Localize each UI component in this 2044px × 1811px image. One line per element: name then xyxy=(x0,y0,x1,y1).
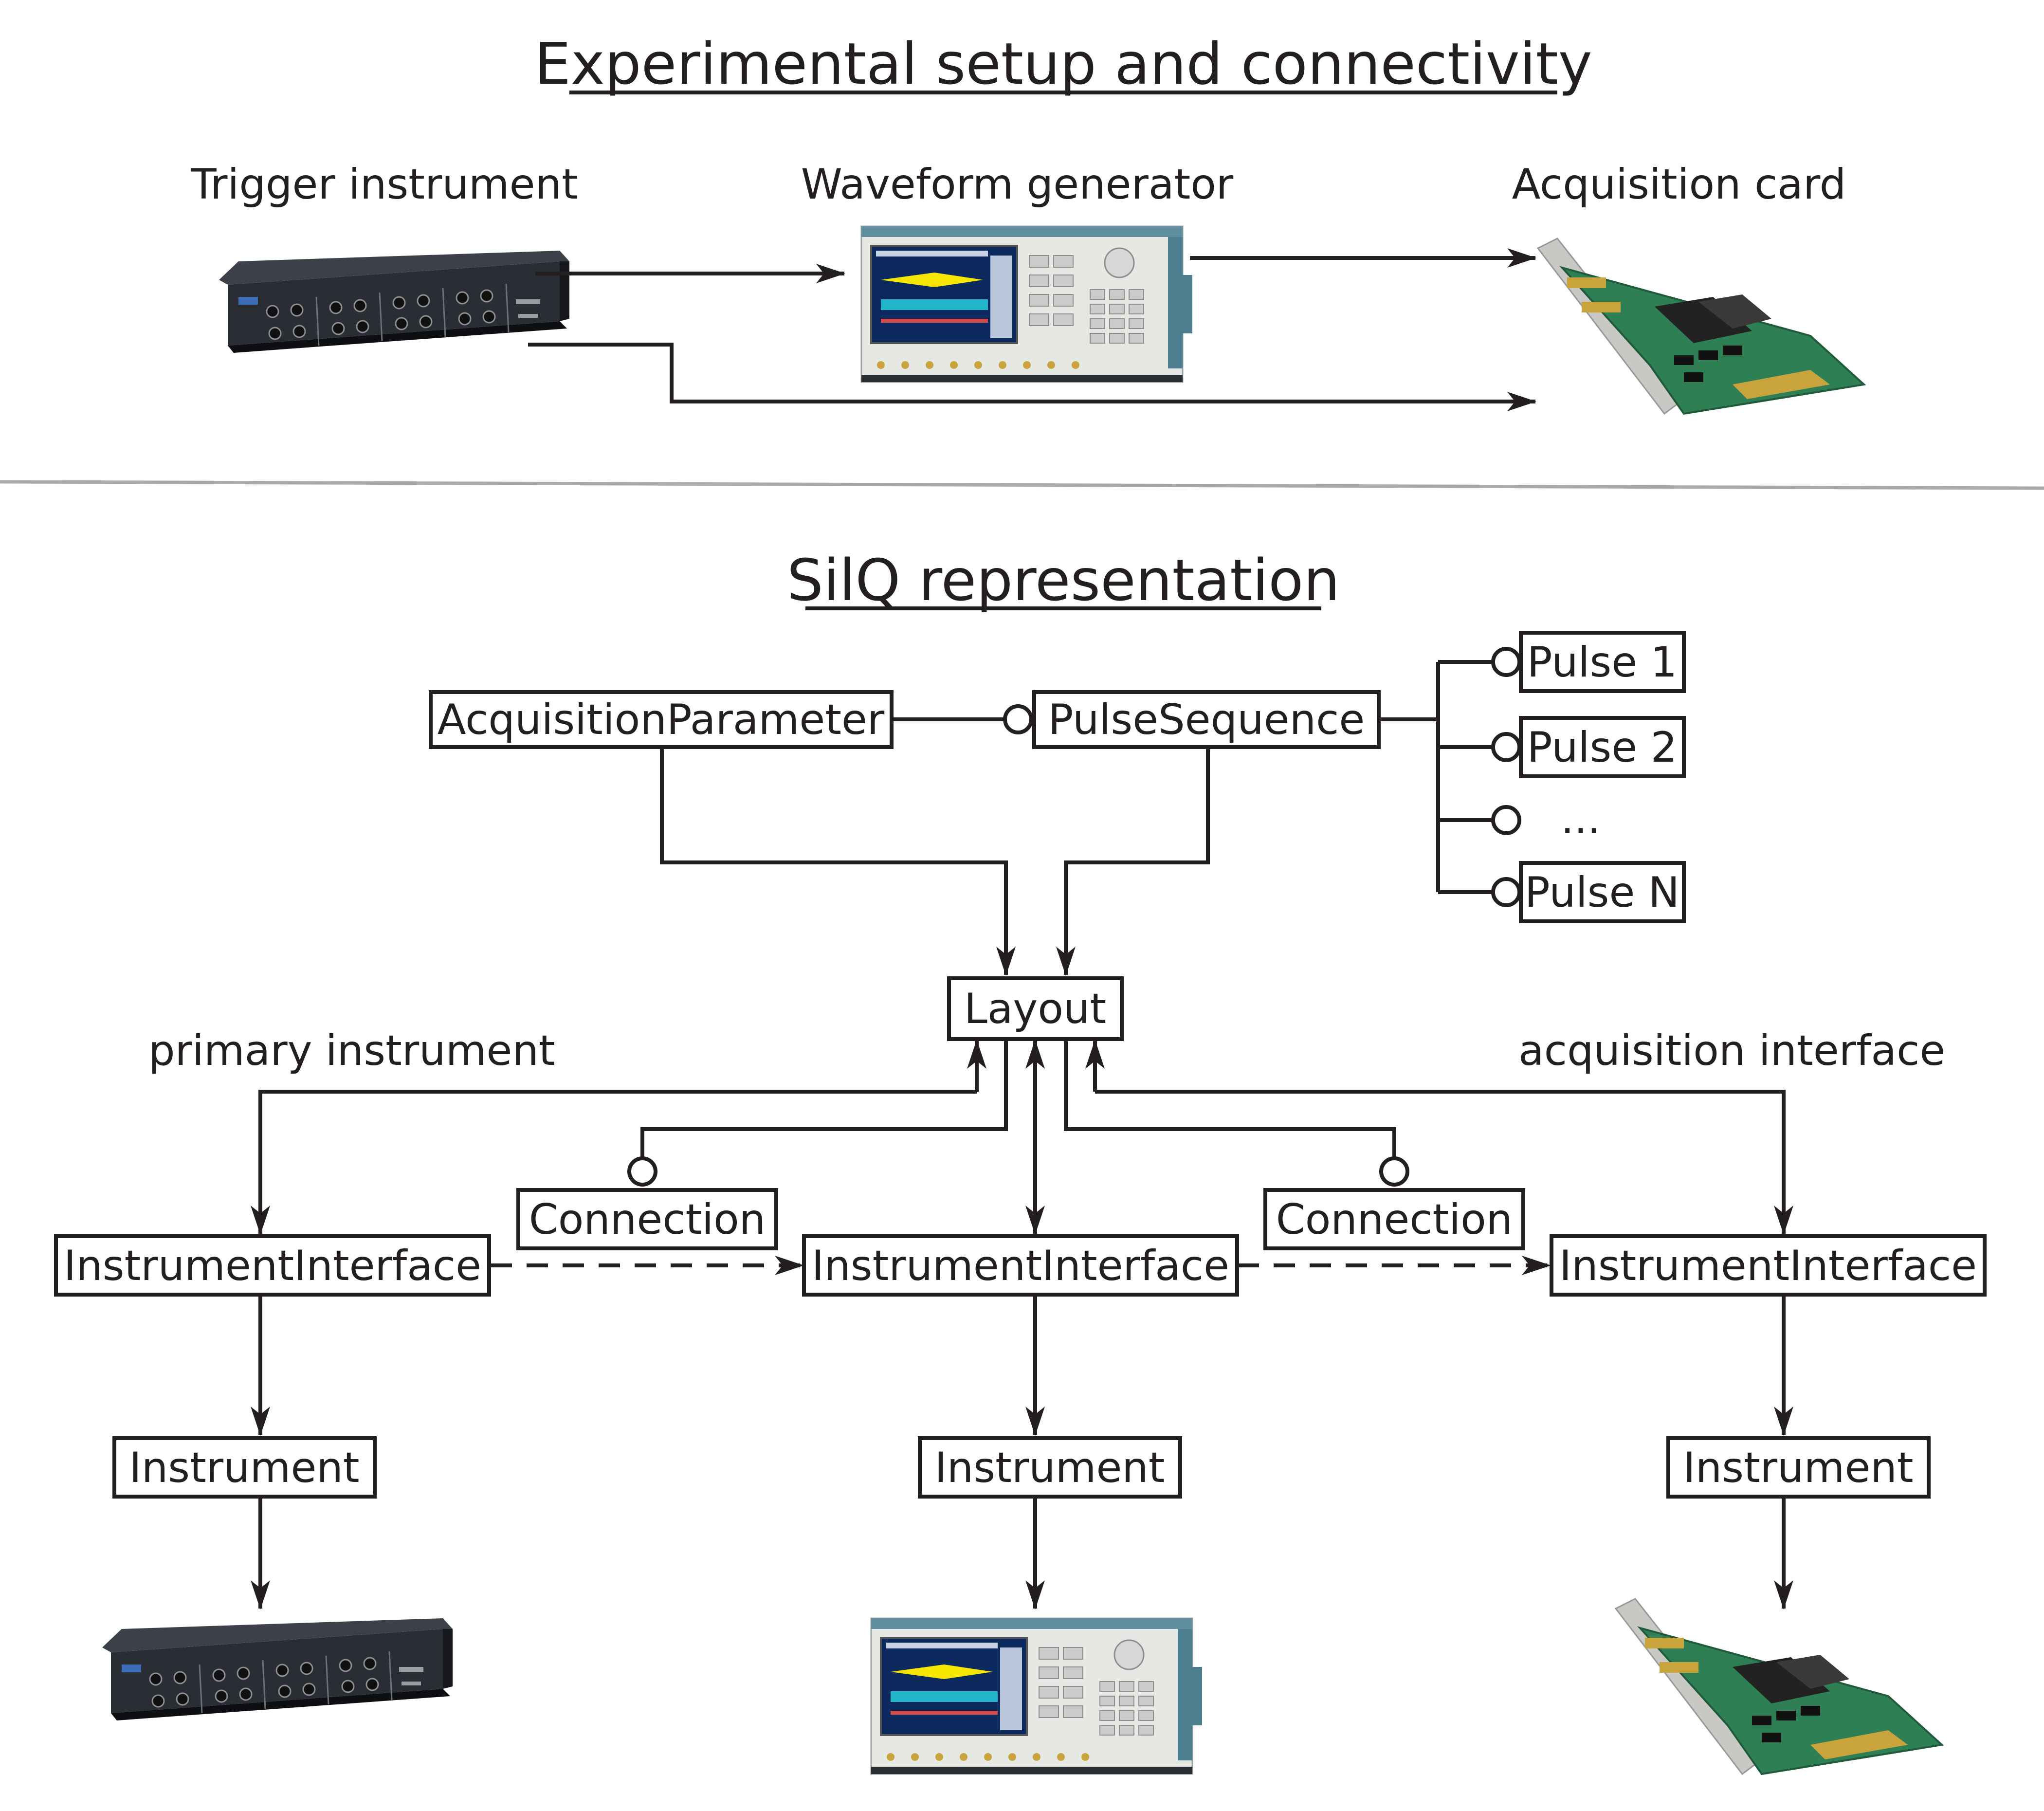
pulse-2-node: Pulse 2 xyxy=(1519,716,1686,778)
pulse-ellipsis-label: ... xyxy=(1561,795,1601,843)
connection-right-label: Connection xyxy=(1276,1195,1513,1244)
layout-node: Layout xyxy=(947,976,1124,1041)
pulse-ellipsis-connector xyxy=(1491,805,1521,835)
waveform-generator-label: Waveform generator xyxy=(801,160,1234,209)
connection-left-connector xyxy=(627,1156,657,1187)
instrument-interface-center-label: InstrumentInterface xyxy=(812,1242,1229,1290)
trigger-to-card-arrow xyxy=(528,343,1536,411)
layout-to-primary-interface-arrow xyxy=(251,1090,977,1235)
layout-connection-right-line xyxy=(1064,1041,1396,1158)
pulse-n-node: Pulse N xyxy=(1519,861,1686,923)
instrument-center-node: Instrument xyxy=(918,1436,1182,1499)
pulse-sequence-label: PulseSequence xyxy=(1048,695,1365,744)
instrument-interface-acquisition-node: InstrumentInterface xyxy=(1550,1234,1987,1297)
acquisition-parameter-label: AcquisitionParameter xyxy=(438,695,885,744)
trigger-instrument-image-bottom xyxy=(101,1617,454,1721)
trigger-instrument-image xyxy=(218,250,570,354)
aqparam-to-layout-arrow xyxy=(660,747,1016,976)
pulseseq-to-layout-arrow xyxy=(1056,747,1210,976)
instrument-left-label: Instrument xyxy=(129,1444,359,1492)
pulse-1-connector xyxy=(1491,647,1521,677)
pulse-n-label: Pulse N xyxy=(1525,868,1679,917)
pulse-2-connector xyxy=(1491,732,1521,762)
layout-connection-left-line xyxy=(640,1041,1008,1158)
acquisition-card-image-bottom xyxy=(1615,1598,1943,1775)
trigger-instrument-label: Trigger instrument xyxy=(190,160,578,209)
instrument-center-label: Instrument xyxy=(934,1444,1165,1492)
pulse-1-label: Pulse 1 xyxy=(1527,638,1678,687)
connection-right-node: Connection xyxy=(1263,1188,1525,1250)
instrument-left-node: Instrument xyxy=(112,1436,377,1499)
acquisition-card-image xyxy=(1537,238,1865,415)
silq-title: SilQ representation xyxy=(787,547,1340,614)
pulse-n-connector xyxy=(1491,877,1521,907)
acquisition-card-label: Acquisition card xyxy=(1512,160,1846,209)
layout-to-acquisition-interface-arrow xyxy=(1095,1090,1793,1235)
instrument-interface-primary-label: InstrumentInterface xyxy=(64,1242,481,1290)
instrument-interface-primary-node: InstrumentInterface xyxy=(54,1234,491,1297)
instrument-right-node: Instrument xyxy=(1666,1436,1931,1499)
pulse-sequence-node: PulseSequence xyxy=(1032,690,1381,749)
acquisition-interface-label: acquisition interface xyxy=(1518,1026,1945,1075)
connection-left-node: Connection xyxy=(516,1188,778,1250)
instrument-interface-center-node: InstrumentInterface xyxy=(802,1234,1239,1297)
primary-instrument-label: primary instrument xyxy=(148,1026,555,1075)
instrument-right-label: Instrument xyxy=(1683,1444,1913,1492)
connection-left-label: Connection xyxy=(529,1195,766,1244)
instrument-interface-acquisition-label: InstrumentInterface xyxy=(1559,1242,1977,1290)
pulse-1-node: Pulse 1 xyxy=(1519,631,1686,693)
waveform-generator-image-bottom xyxy=(870,1617,1203,1775)
connection-right-connector xyxy=(1379,1156,1409,1187)
aqparam-pulseseq-connector xyxy=(1003,704,1033,734)
acquisition-parameter-node: AcquisitionParameter xyxy=(429,690,894,749)
section-divider xyxy=(0,480,2044,490)
pulse-2-label: Pulse 2 xyxy=(1527,723,1678,772)
setup-title: Experimental setup and connectivity xyxy=(534,30,1592,97)
layout-label: Layout xyxy=(964,985,1106,1033)
waveform-generator-image xyxy=(860,225,1193,383)
